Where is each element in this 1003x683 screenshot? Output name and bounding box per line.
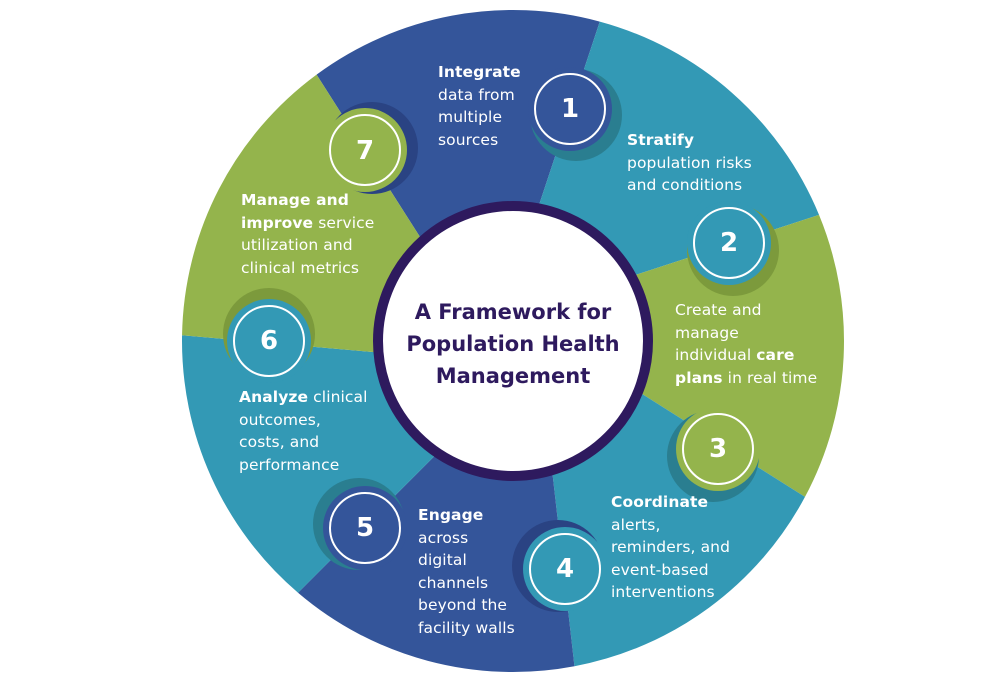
step-6-line: outcomes, (239, 410, 321, 429)
step-2-number: 2 (719, 228, 739, 258)
step-5-label: Engage across digital channels beyond th… (418, 504, 515, 639)
step-5-badge (323, 486, 407, 570)
step-1-badge-ring (534, 73, 606, 145)
step-3-line: in real time (722, 368, 818, 387)
segment-step-6 (181, 335, 436, 593)
step-7-label: Manage and improve service utilization a… (241, 189, 374, 279)
step-1-label: Integrate data from multiple sources (438, 61, 521, 151)
step-4-number: 4 (555, 554, 575, 584)
step-5-line: beyond the (418, 596, 508, 614)
step-7-bold: Manage and (241, 191, 349, 209)
step-5-line: across (418, 528, 469, 547)
center-title-line-1: A Framework for (414, 300, 612, 324)
step-6-badge (227, 299, 311, 383)
step-2-label: Stratify population risks and conditions (627, 129, 752, 197)
step-7-number: 7 (355, 136, 375, 166)
step-5-number: 5 (355, 513, 375, 543)
step-5-bold: Engage (418, 506, 484, 524)
center-ring (373, 201, 653, 481)
step-5-line: channels (418, 573, 489, 592)
step-6-bold: Analyze (239, 388, 309, 406)
step-7-badge-ring (329, 114, 401, 186)
step-6-number: 6 (259, 326, 279, 356)
step-3-badge-ring (682, 413, 754, 485)
step-7-bold: improve (241, 213, 314, 232)
step-5-line: facility walls (418, 618, 515, 637)
step-3-bold: plans (675, 368, 723, 387)
step-3-label: Create and manage individual care plans … (675, 299, 817, 389)
step-4-line: interventions (611, 583, 715, 601)
step-1-bold: Integrate (438, 63, 521, 81)
step-3-badge (676, 407, 760, 491)
step-4-badge (523, 527, 607, 611)
step-7-line: clinical metrics (241, 258, 360, 277)
step-2-bold: Stratify (627, 131, 695, 149)
step-4-line: reminders, and (611, 538, 731, 556)
center-title: A Framework for Population Health Manage… (383, 296, 643, 392)
step-3-line: individual (675, 346, 757, 364)
step-3-line: Create and (675, 301, 762, 319)
step-4-line: alerts, (611, 515, 661, 534)
step-6-line: performance (239, 455, 340, 474)
segment-step-7 (182, 74, 421, 353)
step-2-line: population risks (627, 153, 752, 172)
step-6-badge-ring (233, 305, 305, 377)
step-3-line: manage (675, 323, 739, 342)
step-1-number: 1 (560, 94, 580, 124)
step-4-line: event-based (611, 560, 709, 579)
step-7-badge (323, 108, 407, 192)
step-4-bold: Coordinate (611, 493, 709, 511)
step-3-number: 3 (708, 434, 728, 464)
step-2-line: and conditions (627, 176, 743, 194)
step-3-bold: care (756, 346, 795, 364)
step-1-line: multiple (438, 108, 503, 126)
step-4-label: Coordinate alerts, reminders, and event-… (611, 491, 730, 604)
step-6-line: costs, and (239, 433, 320, 451)
step-2-badge (687, 201, 771, 285)
step-1-line: sources (438, 130, 499, 149)
segment-step-5 (298, 455, 575, 672)
step-2-badge-ring (693, 207, 765, 279)
step-1-line: data from (438, 85, 515, 104)
center-title-line-2: Population Health (406, 332, 620, 356)
step-5-badge-ring (329, 492, 401, 564)
step-1-badge (528, 67, 612, 151)
step-6-label: Analyze clinical outcomes, costs, and pe… (239, 386, 368, 476)
step-7-line: utilization and (241, 236, 353, 254)
step-6-line: clinical (308, 388, 368, 406)
center-title-line-3: Management (435, 364, 591, 388)
step-4-badge-ring (529, 533, 601, 605)
step-7-line: service (313, 213, 375, 232)
segment-step-3 (634, 214, 844, 497)
step-5-line: digital (418, 551, 467, 569)
